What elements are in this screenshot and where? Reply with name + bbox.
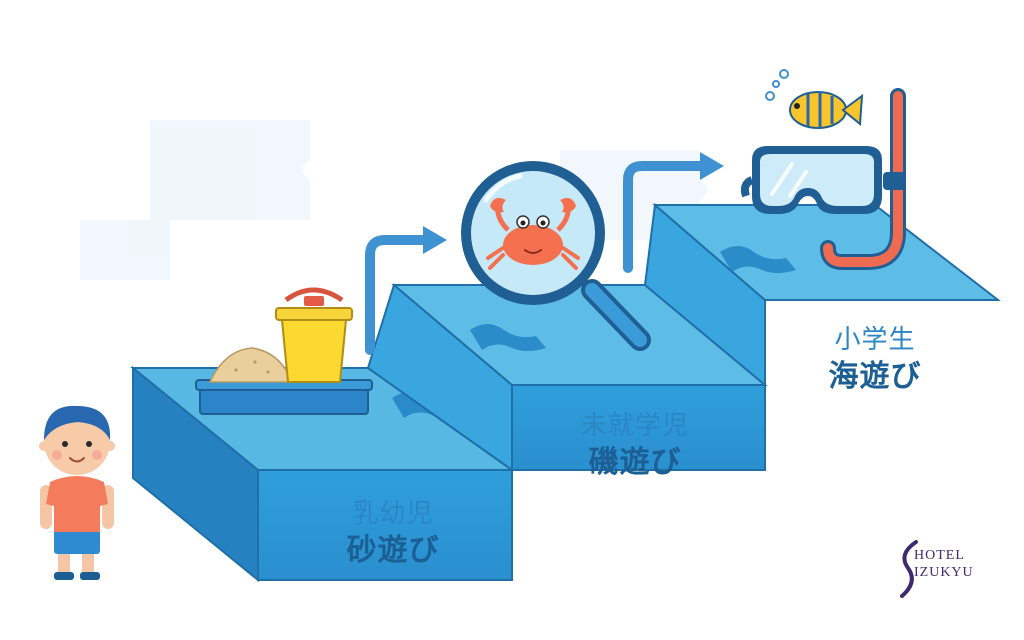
sand-bucket-icon (195, 287, 373, 415)
stage-1-activity: 砂遊び (346, 532, 440, 568)
hotel-izukyu-logo: HOTEL IZUKYU (894, 540, 994, 598)
stage-2-activity: 磯遊び (588, 444, 682, 480)
logo-text-izukyu: IZUKYU (914, 565, 974, 580)
child-icon (39, 405, 115, 580)
arrow-step2-to-step3 (623, 152, 724, 273)
arrow-step1-to-step2 (365, 226, 447, 355)
logo-text-hotel: HOTEL (914, 548, 965, 563)
snorkel-mask-icon (740, 88, 906, 270)
stage-3-label: 小学生 海遊び (800, 325, 950, 394)
crab-magnifier-icon (461, 161, 651, 351)
stage-3-age: 小学生 (834, 325, 916, 355)
stage-2-age: 未就学児 (580, 411, 689, 441)
logo-swoosh-icon (900, 540, 918, 598)
background-pattern (80, 120, 708, 280)
fish-icon (765, 69, 864, 129)
stage-2-label: 未就学児 磯遊び (550, 411, 720, 480)
stage-1-age: 乳幼児 (352, 499, 434, 529)
stage-1-label: 乳幼児 砂遊び (318, 499, 468, 568)
stage-3-activity: 海遊び (828, 358, 922, 394)
